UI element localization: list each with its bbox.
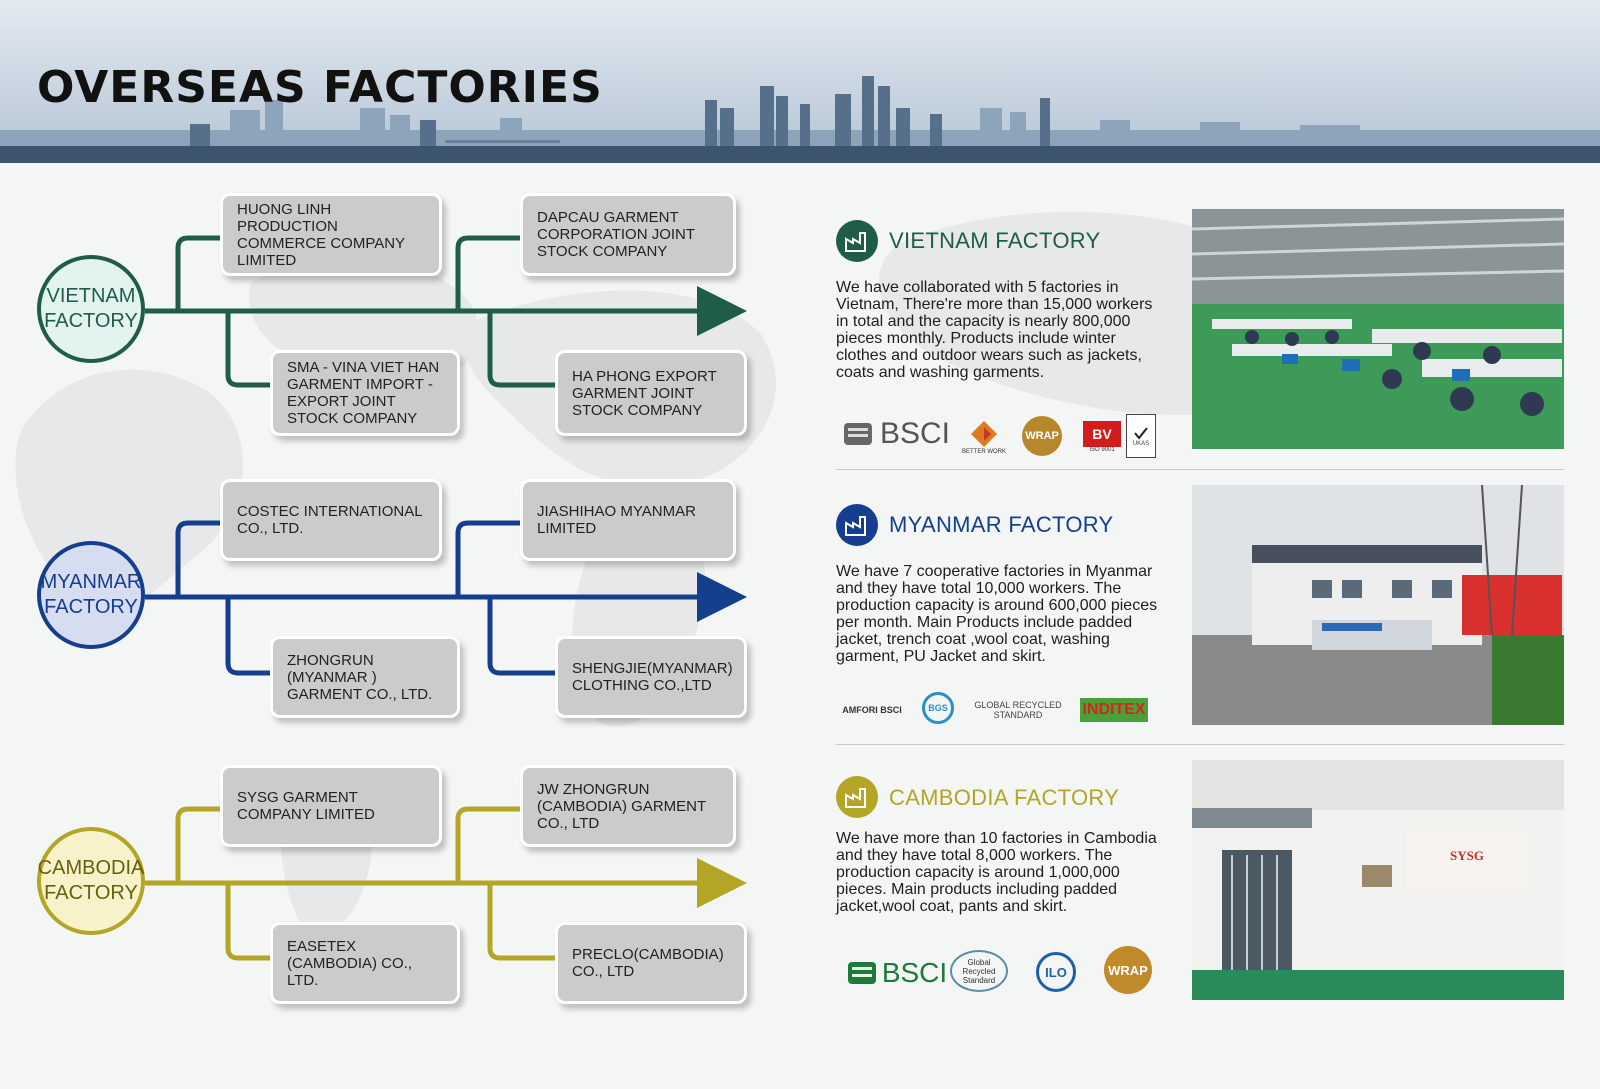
factory-box: HUONG LINH PRODUCTION COMMERCE COMPANY L…: [220, 193, 442, 276]
factory-name: HA PHONG EXPORT GARMENT JOINT STOCK COMP…: [572, 367, 717, 419]
logo-text: BETTER WORK: [962, 449, 1007, 455]
logo-text: BSCI: [881, 957, 948, 988]
factory-name: ZHONGRUN (MYANMAR ) GARMENT CO., LTD.: [287, 651, 433, 703]
factory-box: COSTEC INTERNATIONAL CO., LTD.: [220, 479, 442, 561]
factory-name: JW ZHONGRUN (CAMBODIA) GARMENT CO., LTD: [537, 780, 706, 832]
factory-box: PRECLO(CAMBODIA) CO., LTD: [555, 922, 747, 1004]
myanmar-section-title: MYANMAR FACTORY: [889, 512, 1114, 537]
header-banner: OVERSEAS FACTORIES: [0, 0, 1600, 163]
page-title: OVERSEAS FACTORIES: [37, 62, 603, 113]
inditex-logo: INDITEX: [1080, 698, 1148, 722]
logo-text: BSCI: [879, 417, 950, 450]
factory-name: PRECLO(CAMBODIA) CO., LTD: [572, 946, 724, 980]
cambodia-factory-hub: CAMBODIA FACTORY: [37, 827, 145, 935]
factory-name: EASETEX (CAMBODIA) CO., LTD.: [287, 937, 413, 989]
factory-box: SHENGJIE(MYANMAR) CLOTHING CO.,LTD: [555, 636, 747, 718]
factory-box: JW ZHONGRUN (CAMBODIA) GARMENT CO., LTD: [520, 765, 736, 847]
factory-tree-diagram: [145, 235, 747, 961]
logo-text: Global Recycled Standard: [962, 957, 996, 985]
myanmar-branch-lines: [145, 520, 747, 676]
photo-sign-text: SYSG: [1450, 848, 1484, 863]
city-skyline-image: [0, 0, 1600, 163]
myanmar-factory-hub: MYANMAR FACTORY: [37, 541, 145, 649]
vietnam-factory-hub: VIETNAM FACTORY: [37, 255, 145, 363]
factory-box: ZHONGRUN (MYANMAR ) GARMENT CO., LTD.: [270, 636, 460, 718]
myanmar-factory-photo: [1192, 485, 1564, 725]
global-recycled-standard-logo: Global Recycled Standard: [950, 950, 1008, 992]
logo-text: INDITEX: [1082, 701, 1146, 718]
cambodia-factory-photo: SYSG: [1192, 760, 1564, 1000]
vietnam-section-text: We have collaborated with 5 factories in…: [836, 279, 1153, 381]
global-recycled-standard-logo: GLOBAL RECYCLED STANDARD: [972, 697, 1064, 723]
factory-box: SMA - VINA VIET HAN GARMENT IMPORT - EXP…: [270, 350, 460, 436]
wrap-logo: WRAP: [1022, 416, 1062, 456]
logo-text: WRAP: [1025, 430, 1059, 442]
factory-name: SYSG GARMENT COMPANY LIMITED: [237, 789, 375, 823]
factory-name: SHENGJIE(MYANMAR) CLOTHING CO.,LTD: [572, 660, 733, 694]
amfori-bsci-logo: AMFORI BSCI: [836, 700, 908, 720]
better-work-logo: BETTER WORK: [962, 414, 1006, 460]
factory-box: EASETEX (CAMBODIA) CO., LTD.: [270, 922, 460, 1004]
cambodia-section-title: CAMBODIA FACTORY: [889, 785, 1120, 810]
factory-box: JIASHIHAO MYANMAR LIMITED: [520, 479, 736, 561]
logo-text: GLOBAL RECYCLED STANDARD: [974, 700, 1062, 720]
section-divider: [836, 469, 1564, 470]
logo-text: ILO: [1045, 964, 1067, 980]
bsci-logo: BSCI: [840, 414, 950, 454]
ilo-logo: ILO: [1036, 952, 1076, 992]
bureau-veritas-logo: BV ISO 9001: [1081, 416, 1123, 458]
bv-badge: BV: [1083, 421, 1121, 447]
wrap-logo: WRAP: [1104, 946, 1152, 994]
factory-name: HUONG LINH PRODUCTION COMMERCE COMPANY L…: [237, 200, 405, 269]
vietnam-factory-photo: [1192, 209, 1564, 449]
factory-icon: [836, 776, 878, 818]
section-divider: [836, 744, 1564, 745]
vietnam-section-title: VIETNAM FACTORY: [889, 228, 1101, 253]
logo-text: WRAP: [1108, 962, 1148, 978]
logo-text: BV: [1092, 426, 1112, 442]
factory-box: HA PHONG EXPORT GARMENT JOINT STOCK COMP…: [555, 350, 747, 436]
factory-box: SYSG GARMENT COMPANY LIMITED: [220, 765, 442, 847]
factory-name: SMA - VINA VIET HAN GARMENT IMPORT - EXP…: [287, 359, 440, 427]
cambodia-section-text: We have more than 10 factories in Cambod…: [836, 830, 1157, 915]
factory-box: DAPCAU GARMENT CORPORATION JOINT STOCK C…: [520, 193, 736, 276]
logo-text: ISO 9001: [1089, 447, 1115, 453]
factory-name: DAPCAU GARMENT CORPORATION JOINT STOCK C…: [537, 209, 695, 260]
factory-icon: [836, 504, 878, 546]
factory-name: COSTEC INTERNATIONAL CO., LTD.: [237, 503, 423, 537]
vietnam-branch-lines: [145, 235, 747, 388]
bgs-logo: BGS: [922, 692, 954, 724]
logo-text: AMFORI BSCI: [842, 705, 902, 715]
logo-text: UKAS: [1132, 441, 1150, 447]
factory-name: JIASHIHAO MYANMAR LIMITED: [537, 503, 696, 537]
factory-icon: [836, 220, 878, 262]
myanmar-section-text: We have 7 cooperative factories in Myanm…: [836, 563, 1158, 665]
ukas-logo: UKAS: [1126, 414, 1156, 458]
logo-text: BGS: [928, 703, 948, 713]
cambodia-branch-lines: [145, 806, 747, 961]
bsci-logo: BSCI: [842, 956, 950, 990]
